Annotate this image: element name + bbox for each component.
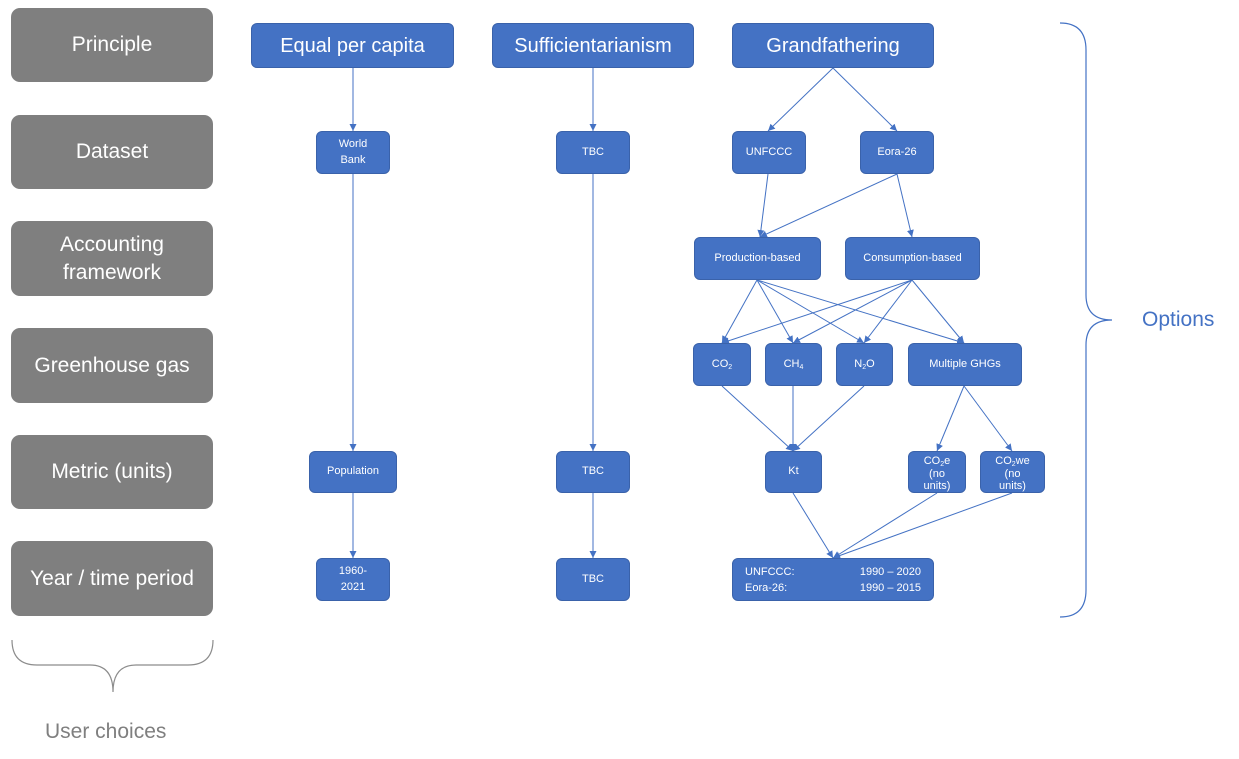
principle-grandfathering: Grandfathering (732, 23, 934, 68)
options-brace (1059, 22, 1113, 618)
row-label-year: Year / time period (11, 541, 213, 616)
options-label: Options (1142, 308, 1215, 331)
gas-multiple-ghgs: Multiple GHGs (908, 343, 1022, 386)
metric-co2e-text: CO2e (no units) (923, 455, 951, 493)
gas-co2-label: CO2 (711, 357, 733, 371)
row-label-accounting-framework: Accounting framework (11, 221, 213, 296)
row-label-dataset: Dataset (11, 115, 213, 189)
metric-co2we-text: CO2we (no units) (995, 455, 1030, 493)
gas-co2: CO2 (693, 343, 751, 386)
year-range-eora: 1990 – 2015 (859, 582, 921, 594)
row-label-principle: Principle (11, 8, 213, 82)
metric-kt: Kt (765, 451, 822, 493)
principle-equal-per-capita: Equal per capita (251, 23, 454, 68)
year-row-unfccc: UNFCCC: 1990 – 2020 (745, 565, 921, 580)
gas-n2o: N2O (836, 343, 893, 386)
gas-ch4: CH4 (765, 343, 822, 386)
metric-co2e: CO2e (no units) (908, 451, 966, 493)
gas-n2o-label: N2O (854, 357, 875, 371)
metric-tbc: TBC (556, 451, 630, 493)
year-source-eora: Eora-26: (745, 582, 788, 594)
dataset-eora-26: Eora-26 (860, 131, 934, 174)
year-source-unfccc: UNFCCC: (745, 566, 795, 578)
principle-sufficientarianism: Sufficientarianism (492, 23, 694, 68)
dataset-tbc: TBC (556, 131, 630, 174)
user-choices-label: User choices (45, 720, 167, 743)
row-label-metric: Metric (units) (11, 435, 213, 509)
dataset-unfccc: UNFCCC (732, 131, 806, 174)
year-grandfathering-ranges: UNFCCC: 1990 – 2020 Eora-26: 1990 – 2015 (732, 558, 934, 601)
year-range-unfccc: 1990 – 2020 (859, 566, 921, 578)
year-1960-2021: 1960- 2021 (316, 558, 390, 601)
metric-co2we: CO2we (no units) (980, 451, 1045, 493)
gas-ch4-label: CH4 (783, 357, 804, 371)
user-choices-brace (11, 639, 214, 693)
framework-consumption-based: Consumption-based (845, 237, 980, 280)
year-row-eora: Eora-26: 1990 – 2015 (745, 581, 921, 596)
row-label-greenhouse-gas: Greenhouse gas (11, 328, 213, 403)
year-tbc: TBC (556, 558, 630, 601)
framework-production-based: Production-based (694, 237, 821, 280)
metric-population: Population (309, 451, 397, 493)
dataset-world-bank: World Bank (316, 131, 390, 174)
